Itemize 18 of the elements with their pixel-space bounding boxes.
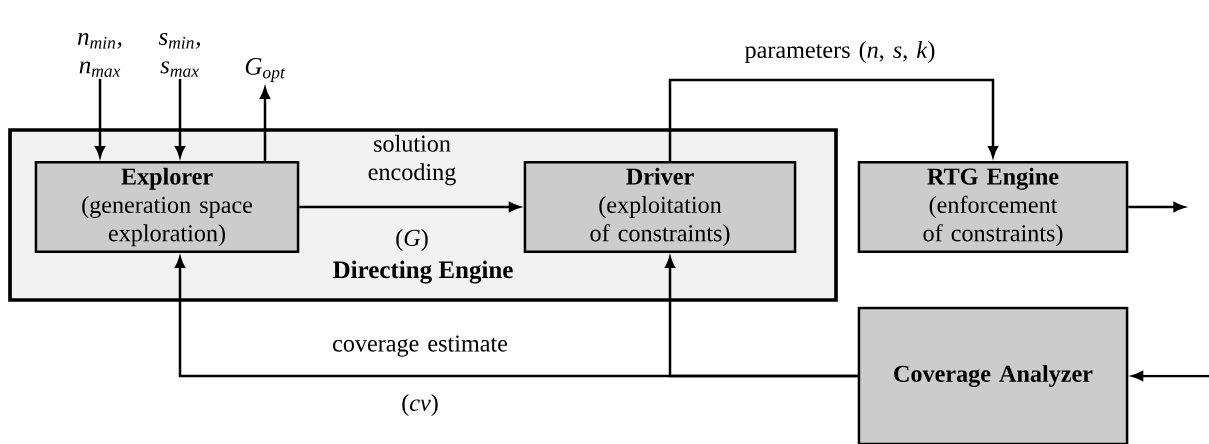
arrow [175,78,185,158]
process-box: Explorer (generation space exploration) [34,160,300,254]
process-box: Driver (exploitation of constraints) [523,160,797,254]
edge-label: solution encoding [368,134,456,186]
edge-label: coverage estimate [333,335,508,357]
variable-label: (G) [396,229,428,251]
arrow [1128,202,1185,212]
parameter-label: n$_{min}$, n$_{max}$ [78,33,122,77]
arrow [95,78,105,158]
process-box: RTG Engine (enforcement of constraints) [857,160,1129,254]
arrow [665,256,858,378]
process-box: Coverage Analyzer [857,306,1129,444]
arrow [260,87,270,161]
parameter-label: G$_{opt}$ [245,58,286,82]
variable-label: (cv) [402,394,438,416]
edge-label: parameters (n, s, k) [744,41,935,63]
parameter-label: s$_{min}$, s$_{max}$ [158,33,200,77]
arrow [668,78,998,161]
